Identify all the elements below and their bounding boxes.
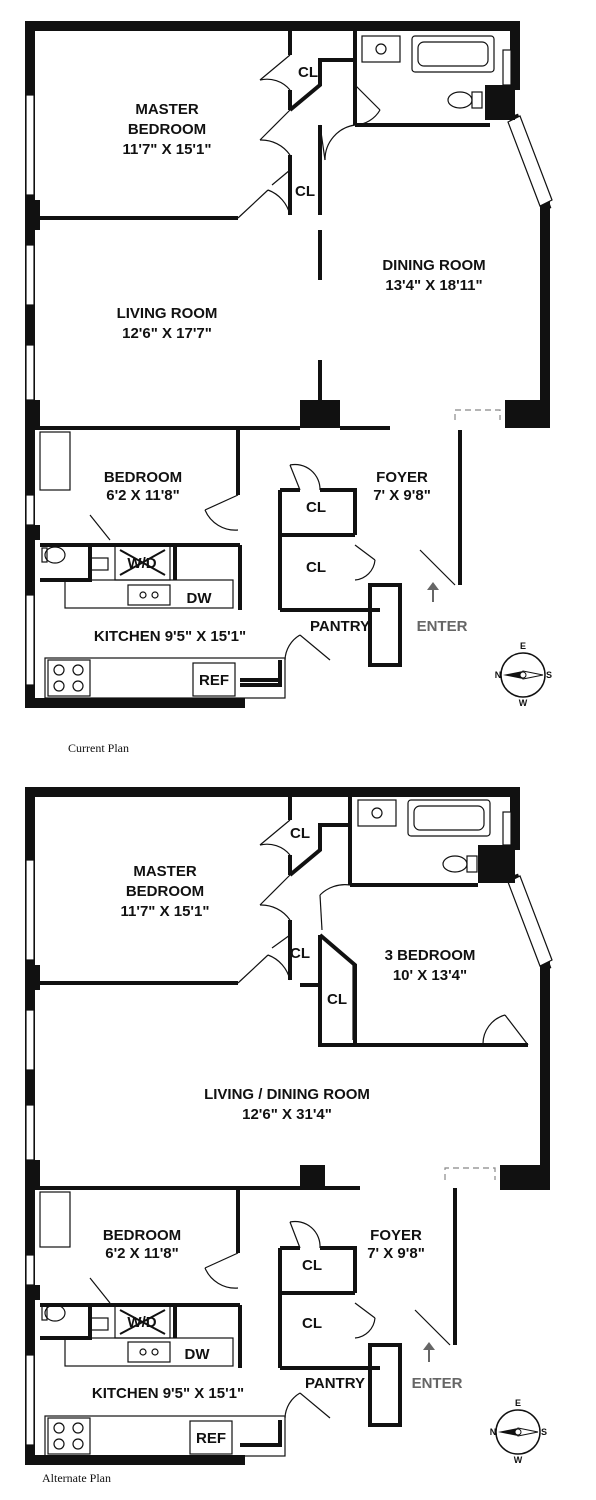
closet-label: CL <box>295 183 315 200</box>
kitchen-fixtures <box>39 1191 286 1457</box>
kitchen-fixtures <box>39 431 286 699</box>
windows-left <box>25 859 35 1446</box>
room-label-pantry: PANTRY <box>305 1375 365 1392</box>
stove-icon <box>47 659 91 697</box>
room-label-kitchen: KITCHEN 9'5" X 15'1" <box>92 1385 244 1402</box>
enter-arrow-icon <box>427 582 439 602</box>
current-plan <box>25 21 553 708</box>
compass-w: W <box>519 698 528 708</box>
room-label-third-bedroom: 3 BEDROOM <box>385 947 476 964</box>
room-dims-foyer: 7' X 9'8" <box>373 487 431 504</box>
corner-blocks <box>26 845 550 1300</box>
sink-icon <box>371 807 383 819</box>
compass-w: W <box>514 1455 523 1465</box>
closet-label: CL <box>290 945 310 962</box>
room-label-living-room: LIVING ROOM <box>117 305 218 322</box>
room-dims-third-bedroom: 10' X 13'4" <box>393 967 467 984</box>
alternate-plan-labels: MASTER BEDROOM 11'7" X 15'1" CL CL CL 3 … <box>42 825 547 1485</box>
closet-label: CL <box>290 825 310 842</box>
toilet-icon <box>44 546 66 564</box>
toilet-icon <box>447 91 473 109</box>
sink-icon <box>375 43 387 55</box>
closet-label: CL <box>302 1315 322 1332</box>
room-label-master-bedroom-2: BEDROOM <box>128 121 206 138</box>
closet-label: CL <box>327 991 347 1008</box>
compass-s: S <box>546 670 552 680</box>
refrigerator-icon <box>189 1420 233 1455</box>
compass-icon <box>500 652 546 698</box>
kitchen-sink-icon <box>127 584 171 606</box>
exterior-walls <box>25 21 552 708</box>
interior-walls <box>40 30 490 687</box>
washer-dryer-label: W/D <box>127 1314 156 1331</box>
alternate-plan <box>25 787 553 1465</box>
room-dims-master-bedroom: 11'7" X 15'1" <box>121 903 210 920</box>
windows-left <box>25 94 35 686</box>
room-dims-bedroom: 6'2 X 11'8" <box>105 1245 178 1262</box>
room-label-pantry: PANTRY <box>310 618 370 635</box>
door-swings <box>89 54 501 661</box>
plan-caption: Current Plan <box>68 741 129 755</box>
exterior-walls <box>25 787 552 1465</box>
door-swings <box>89 819 529 1419</box>
corner-blocks <box>26 85 550 540</box>
compass-icon <box>495 1409 541 1455</box>
toilet-icon <box>44 1304 66 1322</box>
refrigerator-label: REF <box>199 672 229 689</box>
enter-arrow-icon <box>423 1342 435 1362</box>
plan-caption: Alternate Plan <box>42 1471 111 1485</box>
kitchen-sink-icon <box>127 1341 171 1363</box>
room-label-foyer: FOYER <box>370 1227 422 1244</box>
toilet-icon <box>442 855 468 873</box>
refrigerator-label: REF <box>196 1430 226 1447</box>
room-label-bedroom: BEDROOM <box>104 469 182 486</box>
dishwasher-label: DW <box>187 590 213 607</box>
compass-e: E <box>520 641 526 651</box>
bathroom-fixtures <box>361 35 495 109</box>
bathroom-fixtures <box>357 799 491 873</box>
room-dims-bedroom: 6'2 X 11'8" <box>106 487 179 504</box>
closet-label: CL <box>302 1257 322 1274</box>
interior-walls <box>40 796 528 1447</box>
closet-label: CL <box>306 559 326 576</box>
current-plan-labels: MASTER BEDROOM 11'7" X 15'1" CL CL DININ… <box>68 64 552 755</box>
room-dims-master-bedroom: 11'7" X 15'1" <box>123 141 212 158</box>
room-label-living-dining: LIVING / DINING ROOM <box>204 1086 370 1103</box>
window-right <box>502 811 553 967</box>
room-label-bedroom: BEDROOM <box>103 1227 181 1244</box>
compass-n: N <box>495 670 502 680</box>
room-dims-foyer: 7' X 9'8" <box>367 1245 425 1262</box>
window-right <box>502 49 553 207</box>
bathtub-icon <box>407 799 491 837</box>
dishwasher-label: DW <box>185 1346 211 1363</box>
stove-icon <box>47 1417 91 1455</box>
compass-n: N <box>490 1427 497 1437</box>
room-label-dining-room: DINING ROOM <box>382 257 485 274</box>
enter-label: ENTER <box>412 1375 463 1392</box>
enter-label: ENTER <box>417 618 468 635</box>
room-label-master-bedroom: MASTER <box>135 101 199 118</box>
refrigerator-icon <box>192 662 236 697</box>
room-label-kitchen: KITCHEN 9'5" X 15'1" <box>94 628 246 645</box>
room-label-foyer: FOYER <box>376 469 428 486</box>
room-label-master-bedroom: MASTER <box>133 863 197 880</box>
room-dims-living-dining: 12'6" X 31'4" <box>242 1106 332 1123</box>
washer-dryer-label: W/D <box>127 555 156 572</box>
compass-s: S <box>541 1427 547 1437</box>
room-dims-dining-room: 13'4" X 18'11" <box>385 277 482 294</box>
room-dims-living-room: 12'6" X 17'7" <box>122 325 212 342</box>
bathtub-icon <box>411 35 495 73</box>
closet-label: CL <box>306 499 326 516</box>
compass-e: E <box>515 1398 521 1408</box>
room-label-master-bedroom-2: BEDROOM <box>126 883 204 900</box>
closet-label: CL <box>298 64 318 81</box>
